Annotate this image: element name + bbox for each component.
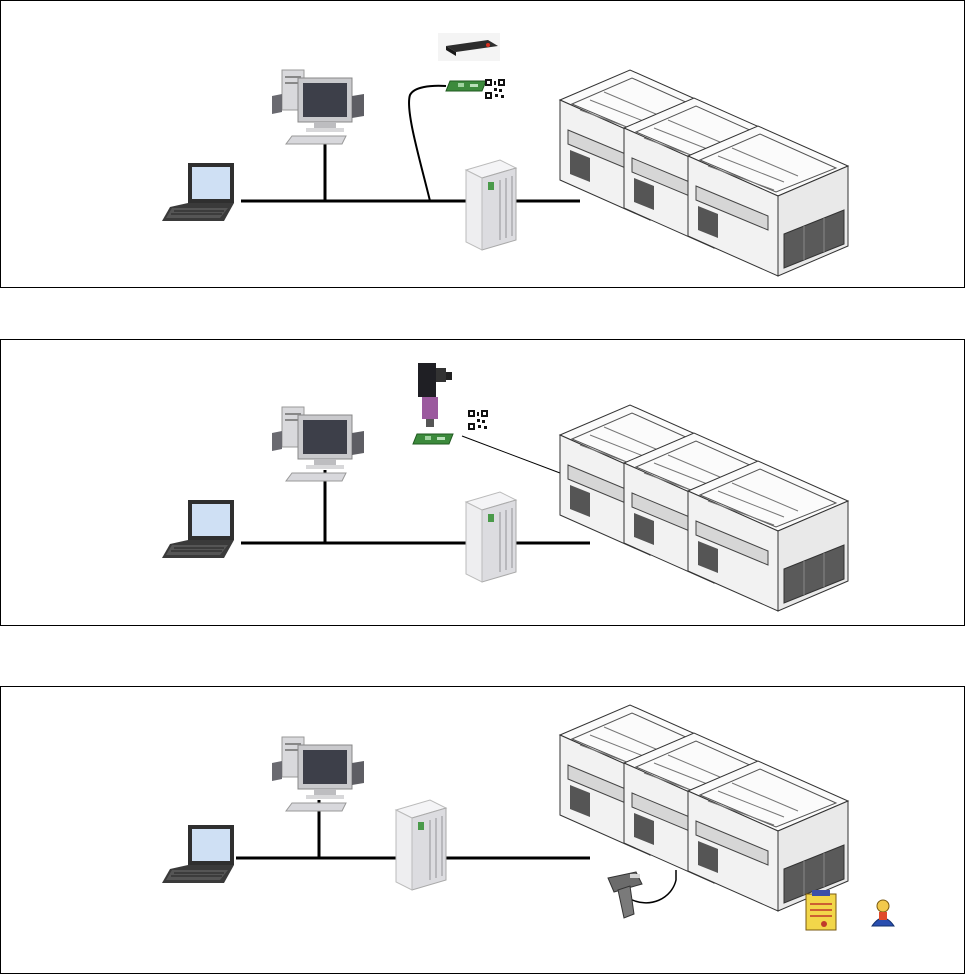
desktop-pc-icon — [272, 70, 364, 144]
server-icon — [466, 492, 516, 582]
handheld-barcode-scanner-icon — [608, 872, 642, 918]
laptop-icon — [162, 825, 234, 883]
laptop-icon — [162, 163, 234, 221]
desktop-pc-icon — [272, 737, 364, 811]
smt-machine-line — [560, 705, 848, 911]
pcb-board-icon — [413, 434, 453, 444]
pcb-board-icon — [446, 81, 486, 91]
fixed-laser-scanner-icon — [438, 33, 500, 61]
server-icon — [396, 800, 446, 890]
reader-link — [462, 436, 560, 473]
operator-icon — [872, 900, 894, 926]
desktop-pc-icon — [272, 407, 364, 481]
server-icon — [466, 160, 516, 250]
laptop-icon — [162, 500, 234, 558]
panel-camera-reader — [1, 340, 965, 626]
mounted-camera-reader-icon — [418, 363, 452, 427]
qr-code-icon — [468, 410, 488, 430]
panel-handheld-scanner — [1, 687, 965, 974]
smt-machine-line — [560, 405, 848, 611]
smt-machine-line — [560, 70, 848, 276]
qr-code-icon — [485, 79, 505, 99]
report-document-icon — [806, 890, 836, 930]
panel-laser-scanner — [1, 1, 965, 288]
scanner-cable — [409, 86, 446, 201]
